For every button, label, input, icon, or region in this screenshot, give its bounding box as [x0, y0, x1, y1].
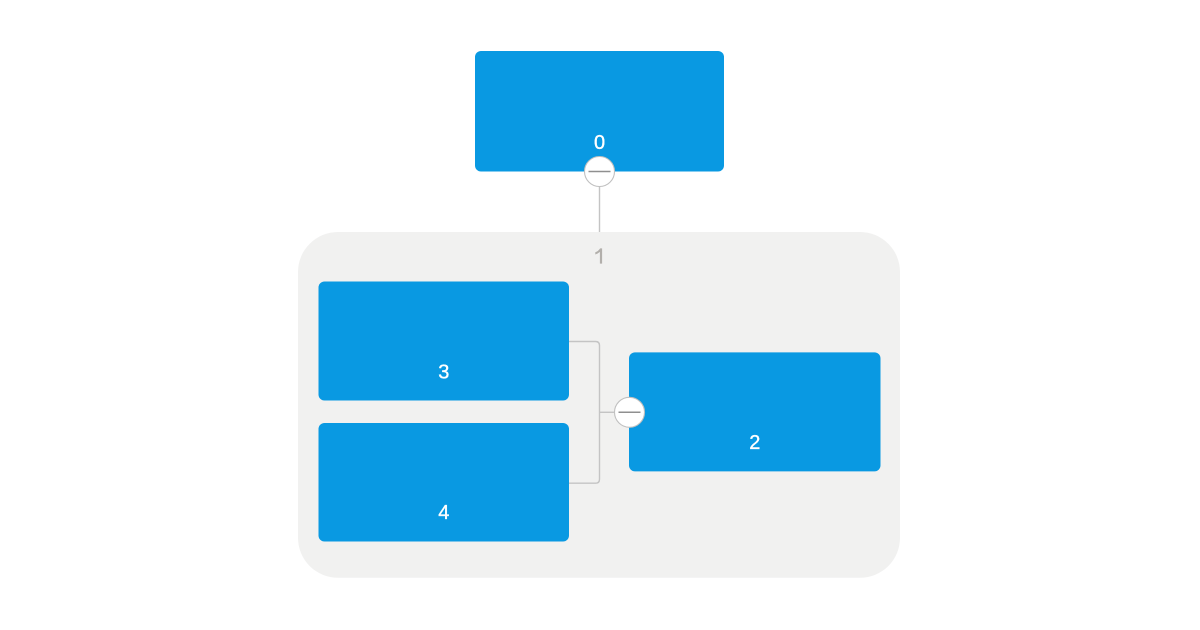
svg-text:2: 2: [749, 432, 760, 454]
svg-text:0: 0: [594, 132, 605, 154]
svg-text:3: 3: [438, 362, 449, 384]
svg-text:4: 4: [438, 502, 449, 524]
